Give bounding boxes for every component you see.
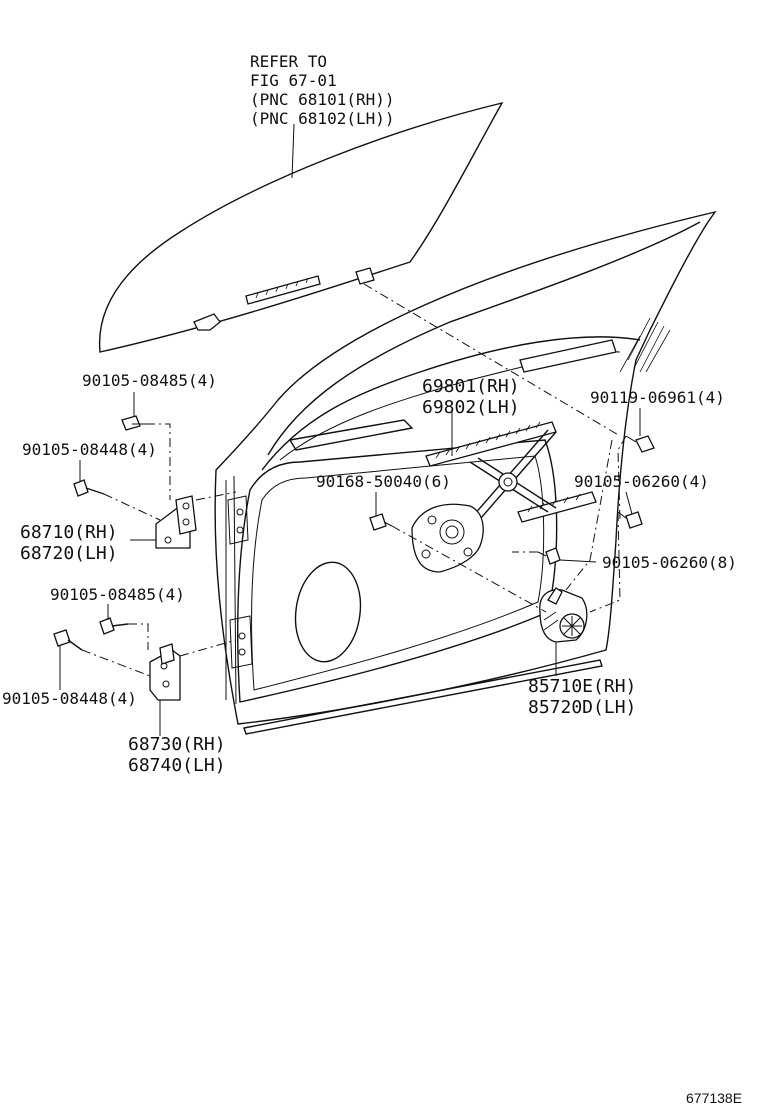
glass-ref-label: REFER TO FIG 67-01 (PNC 68101(RH)) (PNC … (250, 52, 395, 128)
regulator-motor (539, 587, 588, 643)
upper-hinge (155, 495, 197, 549)
lower-hinge-label-lh: 68740(LH) (128, 755, 226, 776)
bolt-regulator (369, 513, 393, 531)
assembly-dash-lines (81, 283, 627, 677)
bolt-upper-hinge-top-label: 90105-08485(4) (82, 371, 217, 390)
glass-ref-leader (291, 123, 295, 179)
glass-ref-line-3: (PNC 68101(RH)) (250, 90, 395, 109)
glass-ref-line-1: REFER TO (250, 52, 327, 71)
lower-hinge-label-rh: 68730(RH) (128, 734, 226, 755)
bolt-lower-hinge-top-label: 90105-08485(4) (50, 585, 185, 604)
upper-hinge-label-lh: 68720(LH) (20, 543, 118, 564)
bolt-rail-label: 90105-06260(4) (574, 472, 709, 491)
bolt-lower-hinge-side-label: 90105-08448(4) (2, 689, 137, 708)
bolt-motor-leader (559, 559, 597, 563)
door-panel (214, 210, 717, 735)
motor-label-lh: 85720D(LH) (528, 697, 636, 718)
bolt-upper-hinge-top (121, 415, 146, 431)
bolt-lower-hinge-side (53, 629, 83, 651)
bolt-rail (617, 511, 643, 529)
upper-hinge-label-rh: 68710(RH) (20, 522, 118, 543)
bolt-channel-label: 90119-06961(4) (590, 388, 725, 407)
figure-id: 677138E (686, 1090, 742, 1106)
window-regulator (411, 421, 597, 573)
glass-ref-line-2: FIG 67-01 (250, 71, 337, 90)
bolt-channel (625, 435, 655, 453)
bolt-motor (537, 547, 561, 565)
regulator-label-rh: 69801(RH) (422, 376, 520, 397)
lower-hinge (149, 643, 181, 701)
glass-ref-line-4: (PNC 68102(LH)) (250, 109, 395, 128)
bolt-lower-hinge-top (99, 617, 129, 635)
bolt-motor-label: 90105-06260(8) (602, 553, 737, 572)
door-glass (98, 101, 504, 353)
bolt-regulator-label: 90168-50040(6) (316, 472, 451, 491)
regulator-label-lh: 69802(LH) (422, 397, 520, 418)
bolt-upper-hinge-side (73, 479, 105, 497)
bolt-upper-hinge-side-label: 90105-08448(4) (22, 440, 157, 459)
motor-label-rh: 85710E(RH) (528, 676, 636, 697)
bolt-rail-leader (625, 491, 633, 515)
